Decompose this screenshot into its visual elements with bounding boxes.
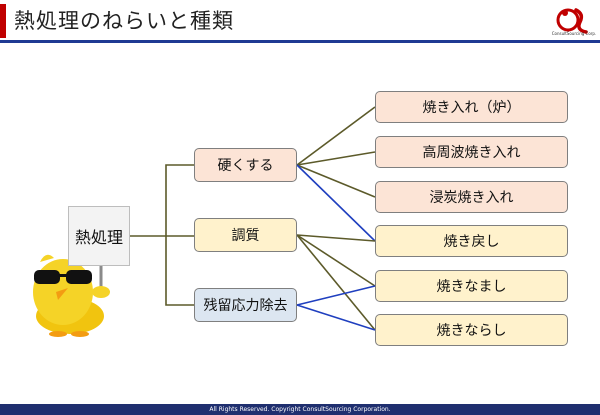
page-title: 熱処理のねらいと種類 [14, 9, 234, 33]
connector-hardening-quench [296, 106, 376, 166]
goal-node-stress-relief: 残留応力除去 [194, 288, 297, 322]
connector-refining-annealing [296, 234, 376, 287]
connector-refining-tempering [296, 234, 376, 242]
treatment-node-carburizing-quench: 浸炭焼き入れ [375, 181, 568, 213]
footer-bar [0, 404, 600, 415]
goal-node-hardening: 硬くする [194, 148, 297, 182]
footer-copyright: All Rights Reserved. Copyright ConsultSo… [209, 406, 391, 413]
header-divider [0, 40, 600, 43]
treatment-node-tempering: 焼き戻し [375, 225, 568, 257]
connector-stress-annealing [296, 285, 376, 306]
connector-root-to-goals [130, 164, 194, 306]
company-logo-icon [556, 8, 588, 34]
connector-hardening-induction [296, 151, 376, 166]
logo-caption: ConsultSourcing Corp. [551, 31, 597, 36]
treatment-node-normalizing: 焼きならし [375, 314, 568, 346]
treatment-node-annealing: 焼きなまし [375, 270, 568, 302]
mascot-chick-icon [33, 206, 110, 337]
connector-stress-normalizing [296, 304, 376, 331]
header-accent-bar [0, 4, 6, 38]
header-bar: 熱処理のねらいと種類 ConsultSourcing Corp. [0, 0, 600, 40]
treatment-node-induction-quench: 高周波焼き入れ [375, 136, 568, 168]
treatment-node-furnace-quench: 焼き入れ（炉） [375, 91, 568, 123]
connector-refining-normalizing [296, 234, 376, 331]
connector-hardening-tempering [296, 164, 376, 242]
connector-hardening-carburizing [296, 164, 376, 198]
goal-node-refining: 調質 [194, 218, 297, 252]
root-node: 熱処理 [68, 206, 130, 266]
